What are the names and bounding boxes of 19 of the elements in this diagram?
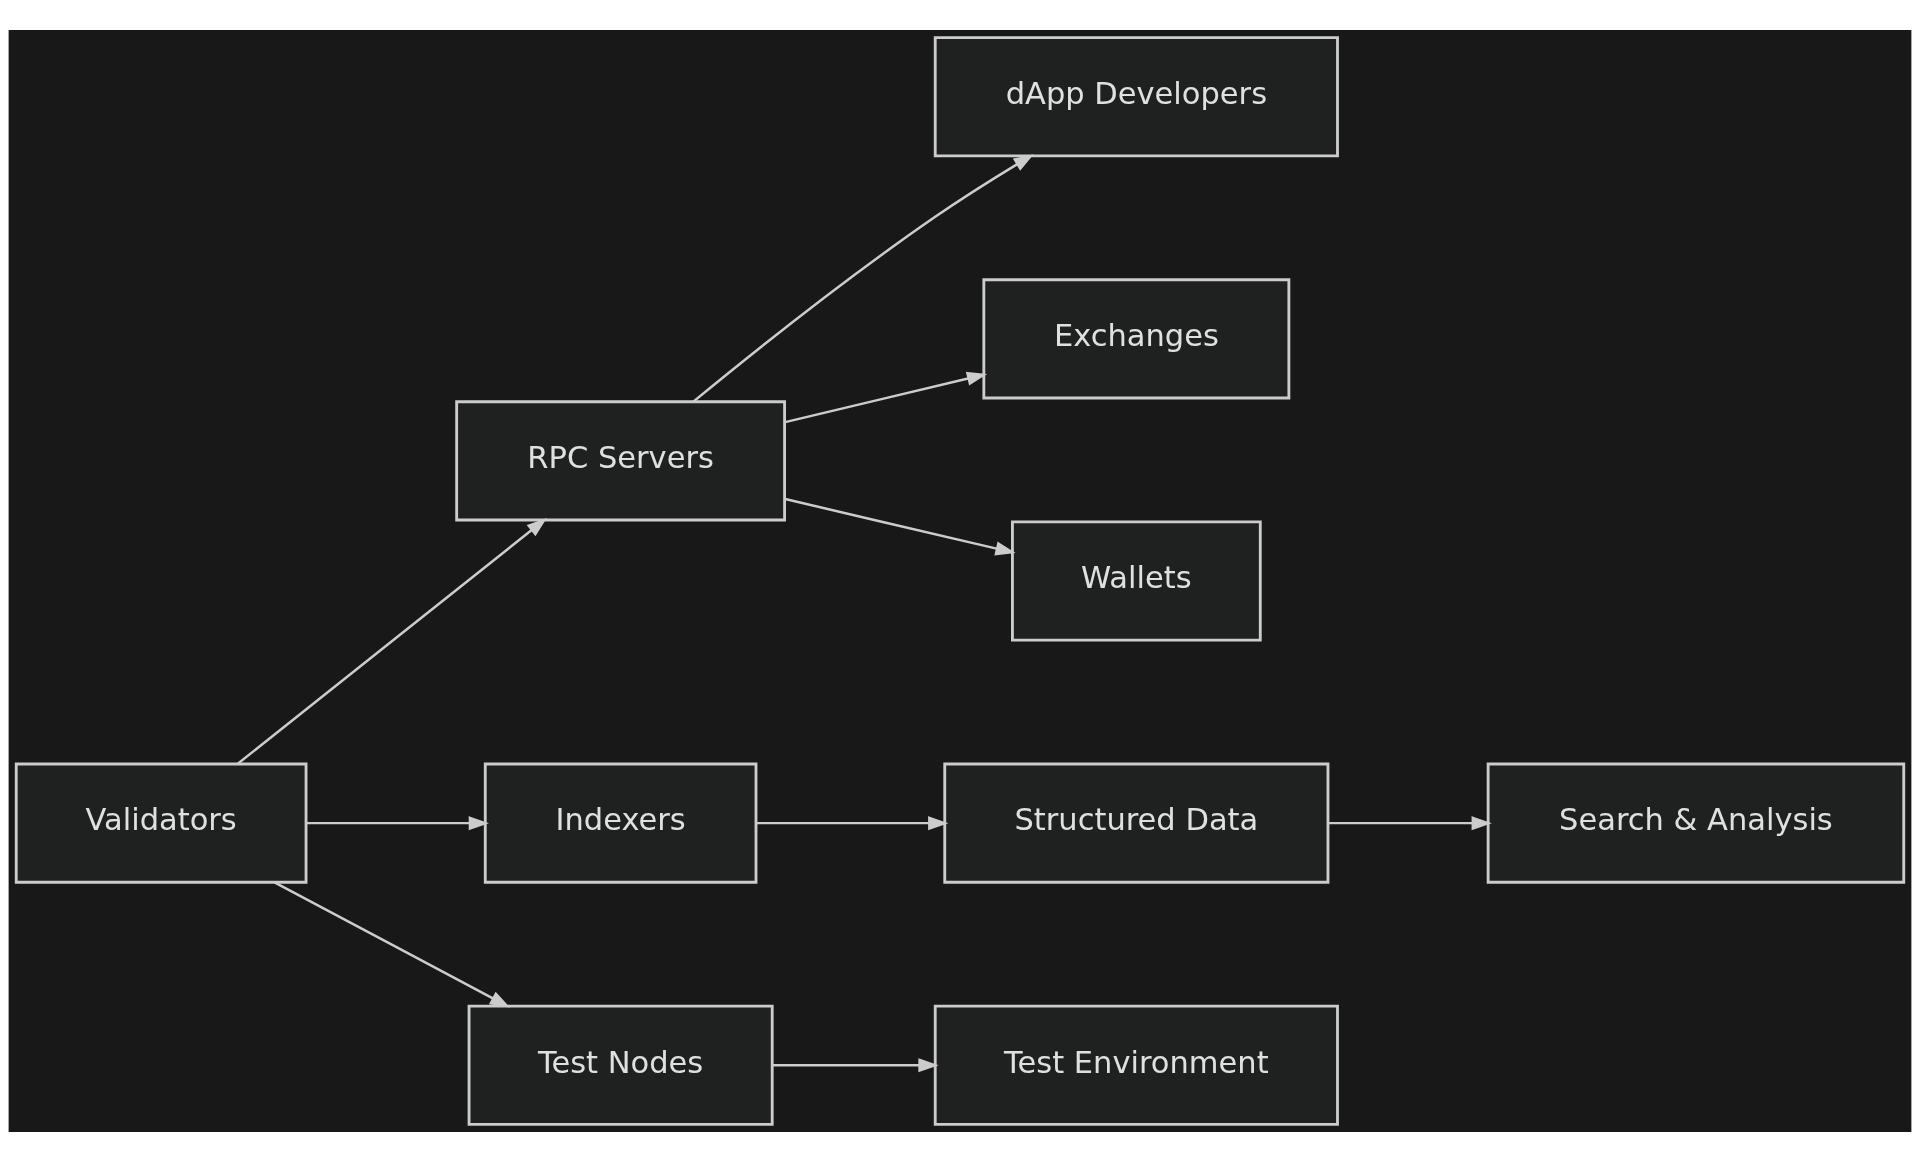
node-box: Wallets <box>1011 520 1262 642</box>
node-box: dApp Developers <box>933 36 1339 158</box>
node-box: Search & Analysis <box>1486 762 1906 884</box>
arrow <box>772 1058 939 1073</box>
arrow <box>1327 816 1492 831</box>
arrow <box>237 518 547 765</box>
node-box: RPC Servers <box>455 400 787 522</box>
node-box: Indexers <box>483 762 758 884</box>
node-box: Test Nodes <box>467 1004 774 1126</box>
node-box: Test Environment <box>933 1004 1339 1126</box>
node-box: Exchanges <box>982 278 1291 400</box>
node-box: Structured Data <box>943 762 1330 884</box>
arrow <box>756 816 949 831</box>
arrow <box>692 154 1034 403</box>
node-box: Validators <box>14 762 308 884</box>
arrow <box>273 881 511 1008</box>
arrow <box>784 497 1016 556</box>
arrow <box>784 371 988 424</box>
arrow <box>306 816 489 831</box>
